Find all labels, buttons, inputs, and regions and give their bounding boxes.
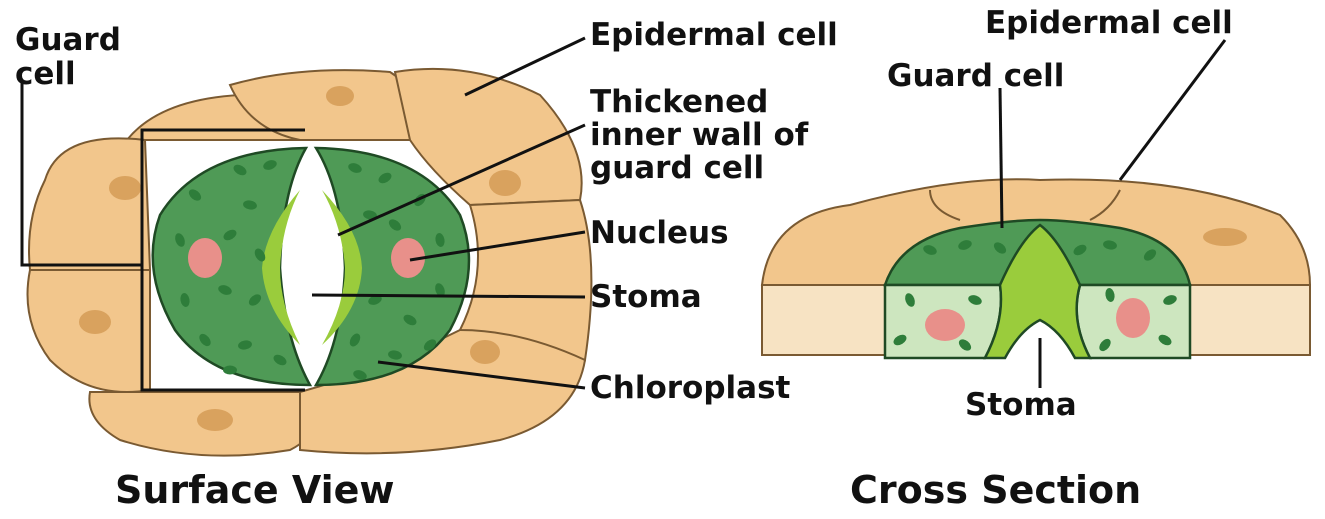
cross-nucleus-right	[1116, 298, 1150, 338]
label-stoma-right: Stoma	[965, 387, 1077, 423]
label-guard-cell-line2: cell	[15, 56, 76, 92]
epidermal-nucleus-2	[79, 310, 111, 334]
cross-nucleus-left	[925, 309, 965, 341]
leader-guard-cell-right	[1000, 88, 1002, 228]
epidermal-cell-left	[29, 138, 150, 270]
cross-section: Epidermal cell Guard cell Stoma Cross Se…	[762, 5, 1310, 512]
label-stoma-left: Stoma	[590, 279, 702, 315]
epidermal-nucleus-4	[489, 170, 521, 196]
label-epidermal-cell-right: Epidermal cell	[985, 5, 1233, 41]
leader-stoma-left	[312, 295, 585, 297]
label-thickened-line2: inner wall of	[590, 117, 809, 153]
label-epidermal-cell-left: Epidermal cell	[590, 17, 838, 53]
label-thickened-line1: Thickened	[590, 84, 768, 120]
label-thickened-wall: Thickened inner wall of guard cell	[590, 84, 819, 186]
cross-epidermal-nucleus-1	[1203, 228, 1247, 246]
leader-epidermal-right	[1120, 40, 1225, 180]
label-chloroplast: Chloroplast	[590, 370, 791, 406]
label-guard-cell-left: Guard cell	[15, 22, 132, 92]
label-nucleus: Nucleus	[590, 215, 729, 251]
label-guard-cell-right: Guard cell	[887, 58, 1064, 94]
epidermal-nucleus-1	[109, 176, 141, 200]
caption-cross-section: Cross Section	[850, 468, 1141, 512]
label-thickened-line3: guard cell	[590, 150, 764, 186]
leader-epidermal-left	[465, 38, 585, 95]
epidermal-nucleus-5	[470, 340, 500, 364]
surface-view: Guard cell Epidermal cell Thickened inne…	[15, 17, 838, 512]
caption-surface-view: Surface View	[115, 468, 395, 512]
epidermal-nucleus-6	[326, 86, 354, 106]
label-guard-cell-line1: Guard	[15, 22, 121, 58]
cross-epidermal-left	[762, 285, 887, 355]
guard-nucleus-left	[188, 238, 222, 278]
epidermal-nucleus-3	[197, 409, 233, 431]
cross-epidermal-right	[1180, 285, 1310, 355]
surface-guard-cells	[153, 148, 469, 385]
chloroplast	[223, 366, 237, 375]
